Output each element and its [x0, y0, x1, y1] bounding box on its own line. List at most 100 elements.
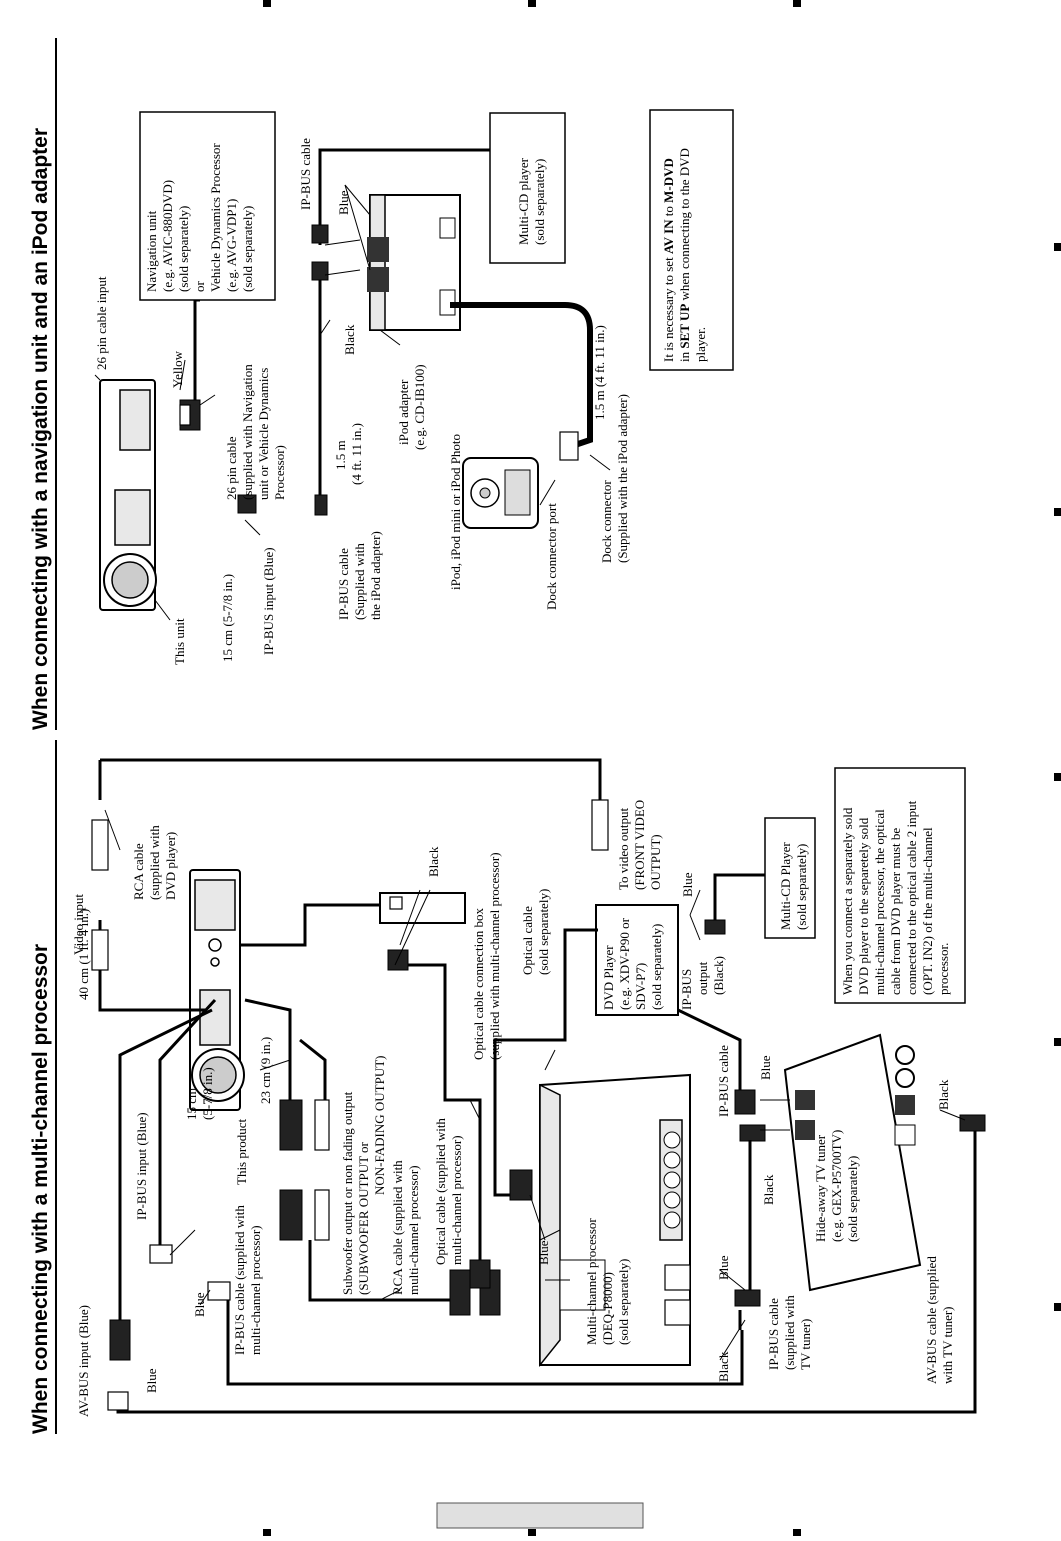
multi-channel-processor [539, 1073, 691, 1368]
label-yellow: Yellow [170, 350, 185, 388]
label-ip-bus-input-right: IP-BUS input (Blue) [261, 547, 276, 655]
label-mcp-2: (DEQ-P8000) [600, 1272, 615, 1345]
label-40cm: 40 cm (1 ft. 4 in.) [76, 909, 91, 1000]
label-tv-tuner-3: (sold separately) [845, 1156, 860, 1242]
label-multi-cd-2: (sold separately) [794, 844, 809, 930]
label-multi-cd-right-2: (sold separately) [532, 159, 547, 245]
dvd-setup-note-line-3: player. [693, 327, 708, 362]
dvd-player-box [595, 904, 679, 1016]
label-to-video-3: OUTPUT) [648, 834, 663, 890]
label-optical-sep-1: Optical cable [520, 906, 535, 975]
right-section-drawing [94, 109, 734, 621]
label-subwoofer-3: NON-FADING OUTPUT) [372, 1056, 387, 1196]
label-blue-mcp: Blue [536, 1240, 551, 1265]
label-multi-cd-right-1: Multi-CD player [516, 157, 531, 245]
label-nav-unit-4: or [192, 281, 207, 293]
label-multi-cd-1: Multi-CD Player [778, 842, 793, 930]
this-product-unit [189, 869, 245, 1111]
label-ip-bus-mcp-1: IP-BUS cable (supplied with [232, 1205, 247, 1355]
label-dock-connector-1: Dock connector [599, 480, 614, 563]
label-dvd-player-3: SDV-P7) [633, 963, 648, 1010]
label-optical-mcp-1: Optical cable (supplied with [433, 1118, 448, 1265]
label-dvd-player-4: (sold separately) [649, 924, 664, 1010]
label-15cm-line1: 15 cm [184, 1088, 199, 1120]
label-rca-dvd-3: DVD player) [163, 832, 178, 900]
label-subwoofer-1: Subwoofer output or non fading output [340, 1091, 355, 1295]
dvd-setup-note-line-2: in SET UP when connecting to the DVD [677, 148, 692, 362]
label-1-5m-a-2: (4 ft. 11 in.) [349, 423, 364, 485]
label-blue-tv: Blue [758, 1055, 773, 1080]
ipod-adapter [367, 194, 461, 331]
dvd-note-box [834, 767, 966, 1004]
label-15cm-line2: (5-7/8 in.) [200, 1067, 215, 1120]
ipod-device [462, 457, 539, 529]
label-ip-bus-output-3: (Black) [711, 956, 726, 995]
label-video-input: Video input [71, 894, 86, 955]
note-line-3: multi-channel processor, the optical [872, 809, 887, 995]
label-rca-dvd-2: (supplied with [147, 825, 162, 900]
left-section-drawing [91, 758, 986, 1414]
note1-part2: AV IN [661, 219, 676, 254]
label-optical-mcp-2: multi-channel processor) [449, 1135, 464, 1265]
label-nav-unit-6: (e.g. AVG-VDP1) [224, 199, 239, 292]
label-nav-unit-3: (sold separately) [176, 206, 191, 292]
note-line-7: processor. [936, 943, 951, 995]
label-ip-bus-ipod-1: IP-BUS cable [336, 548, 351, 620]
label-nav-unit-2: (e.g. AVIC-880DVD) [160, 180, 175, 292]
label-dvd-player-1: DVD Player [601, 945, 616, 1010]
right-heading: When connecting with a navigation unit a… [29, 128, 52, 730]
left-heading: When connecting with a multi-channel pro… [29, 944, 52, 1434]
label-ip-bus-output-2: output [695, 961, 710, 995]
label-rca-mcp-2: multi-channel processor) [406, 1165, 421, 1295]
label-this-product: This product [234, 1119, 249, 1185]
label-subwoofer-2: (SUBWOOFER OUTPUT or [356, 1141, 371, 1295]
page-number-box [436, 1502, 644, 1529]
label-ip-bus-cable: IP-BUS cable [716, 1045, 731, 1117]
note-line-5: connected to the optical cable 2 input [904, 800, 919, 995]
label-av-bus-tv-1: AV-BUS cable (supplied [924, 1256, 939, 1384]
note2-part2: SET UP [677, 304, 692, 349]
dvd-setup-note-box [649, 109, 734, 371]
label-black-av: Black [936, 1079, 951, 1110]
label-av-bus-tv-2: with TV tuner) [940, 1306, 955, 1384]
label-tv-tuner-2: (e.g. GEX-P5700TV) [829, 1130, 844, 1242]
label-nav-unit-5: Vehicle Dynamics Processor [208, 143, 223, 292]
label-black-mcp: Black [716, 1351, 731, 1382]
label-black-right: Black [342, 324, 357, 355]
label-optical-sep-2: (sold separately) [536, 889, 551, 975]
label-dock-connector-2: (Supplied with the iPod adapter) [615, 394, 630, 563]
label-to-video-1: To video output [616, 807, 631, 890]
label-rca-mcp-1: RCA cable (supplied with [390, 1160, 405, 1295]
label-ip-bus-input: IP-BUS input (Blue) [134, 1112, 149, 1220]
note1-part1: It is necessary to set [661, 254, 676, 362]
right-labels: This unit 15 cm (5-7/8 in.) IP-BUS input… [94, 138, 708, 665]
navigation-unit-box [139, 111, 276, 301]
label-ip-bus-ipod-3: the iPod adapter) [368, 531, 383, 620]
multi-cd-player-box-right [489, 112, 566, 264]
label-optical-box-2: (supplied with multi-channel processor) [487, 852, 502, 1060]
label-rca-dvd-1: RCA cable [131, 843, 146, 900]
label-1-5m-a-1: 1.5 m [333, 440, 348, 470]
note3-part1: player. [693, 327, 708, 362]
label-15cm-right: 15 cm (5-7/8 in.) [220, 574, 235, 662]
label-nav-unit-1: Navigation unit [144, 210, 159, 292]
label-26pin-cable-2: (supplied with Navigation [240, 364, 255, 500]
note-line-6: (OPT. IN2) of the multi-channel [920, 827, 935, 995]
label-tv-tuner-1: Hide-away TV tuner [813, 1134, 828, 1242]
label-blue-dvd: Blue [680, 872, 695, 897]
label-26pin-cable-4: Processor) [272, 445, 287, 500]
label-ip-bus-tv-2: (supplied with [782, 1295, 797, 1370]
label-ip-bus-cable-right: IP-BUS cable [298, 138, 313, 210]
label-ipod-adapter-2: (e.g. CD-IB100) [412, 364, 427, 450]
label-black-optbox: Black [426, 846, 441, 877]
label-blue-right: Blue [336, 190, 351, 215]
this-unit-device [99, 379, 157, 611]
note-line-4: cable from DVD player must be [888, 828, 903, 995]
label-to-video-2: (FRONT VIDEO [632, 800, 647, 890]
dvd-setup-note-line-1: It is necessary to set AV IN to M-DVD [661, 158, 676, 362]
note-line-1: When you connect a separately sold [840, 807, 855, 995]
label-this-unit: This unit [172, 618, 187, 665]
label-optical-box-1: Optical cable connection box [471, 908, 486, 1060]
